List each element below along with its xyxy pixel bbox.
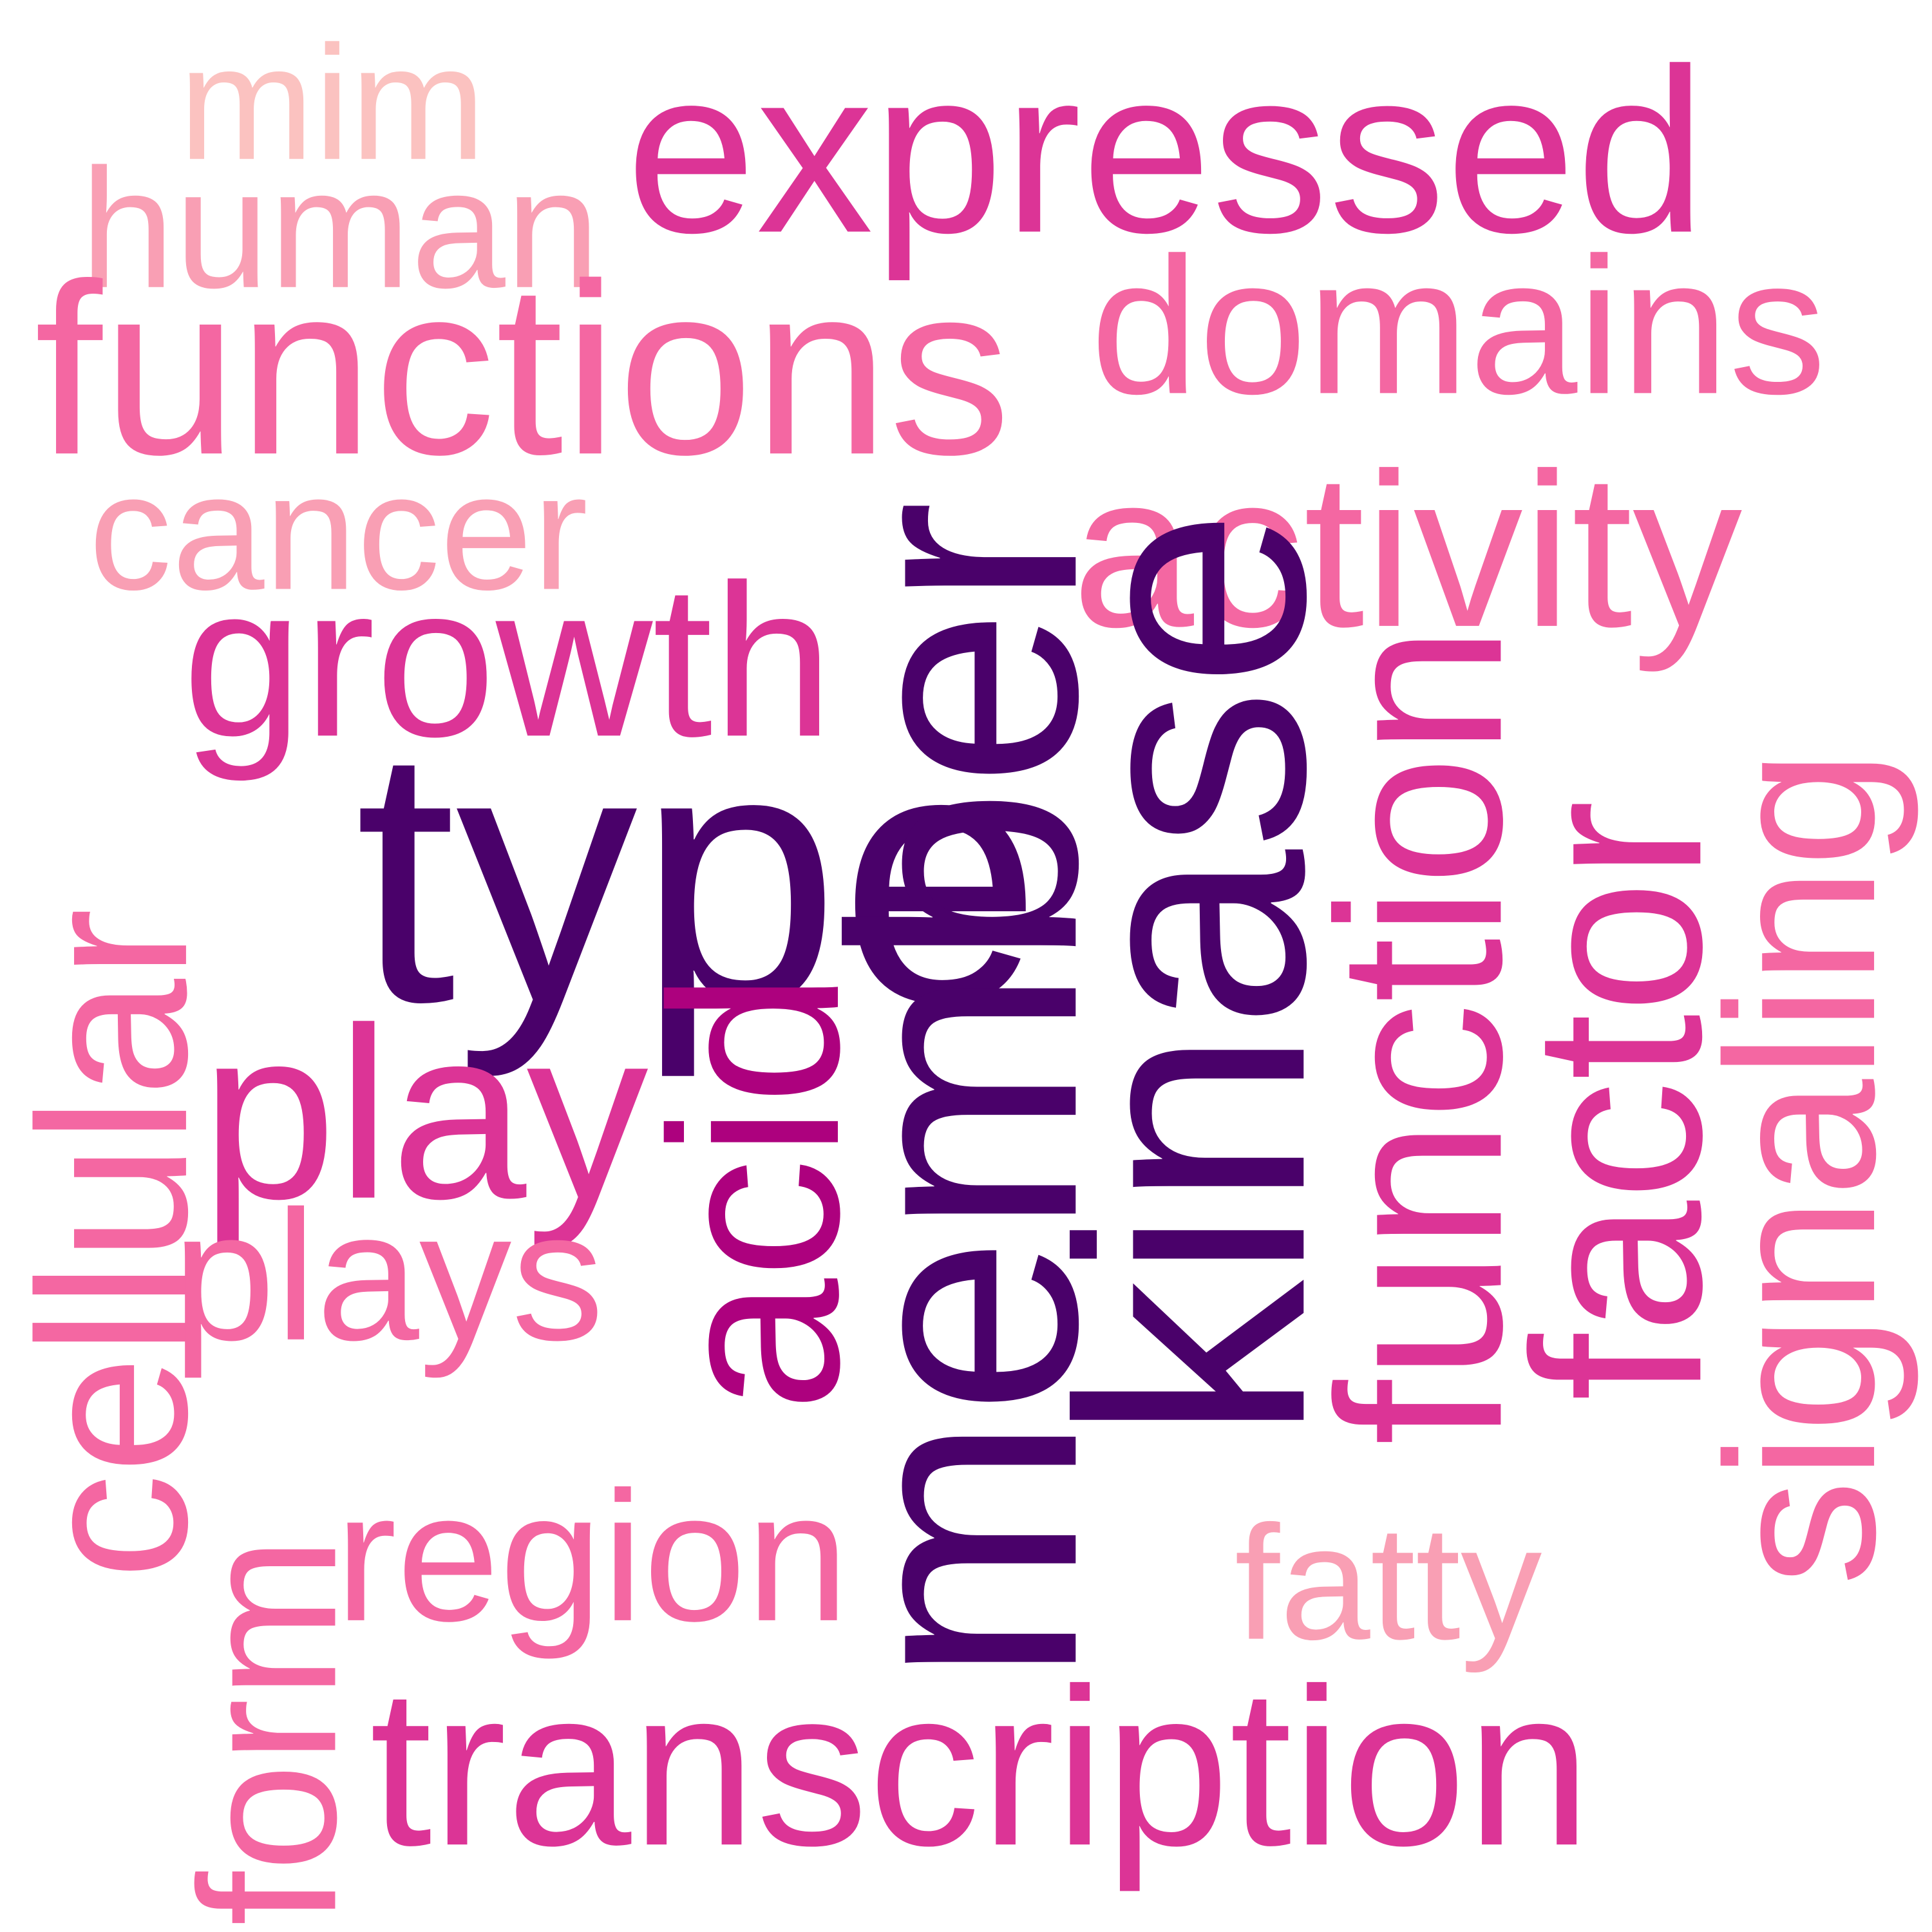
word-member: member xyxy=(784,500,1144,1684)
word-plays: plays xyxy=(173,1172,604,1380)
word-growth: growth xyxy=(182,540,833,783)
word-signaling: signaling xyxy=(1682,749,1920,1586)
word-human: human xyxy=(80,133,600,323)
word-domains: domains xyxy=(1090,217,1826,435)
word-factor: factor xyxy=(1483,800,1752,1401)
word-transcription: transcription xyxy=(370,1642,1591,1893)
word-acid: acid xyxy=(621,971,889,1412)
word-play: play xyxy=(201,978,649,1251)
word-type: type xyxy=(355,672,1042,1080)
word-function: function xyxy=(1289,625,1551,1445)
word-cancer: cancer xyxy=(89,439,588,625)
word-functions: functions xyxy=(35,233,1011,506)
word-cellular: cellular xyxy=(0,908,231,1580)
word-expressed: expressed xyxy=(626,21,1706,283)
word-mim: mim xyxy=(178,12,486,194)
word-activity: activity xyxy=(1072,428,1743,674)
word-region: region xyxy=(335,1453,849,1661)
word-fatty: fatty xyxy=(1235,1492,1542,1674)
word-kinase: kinase xyxy=(1012,509,1372,1442)
word-form: form xyxy=(159,1537,377,1926)
